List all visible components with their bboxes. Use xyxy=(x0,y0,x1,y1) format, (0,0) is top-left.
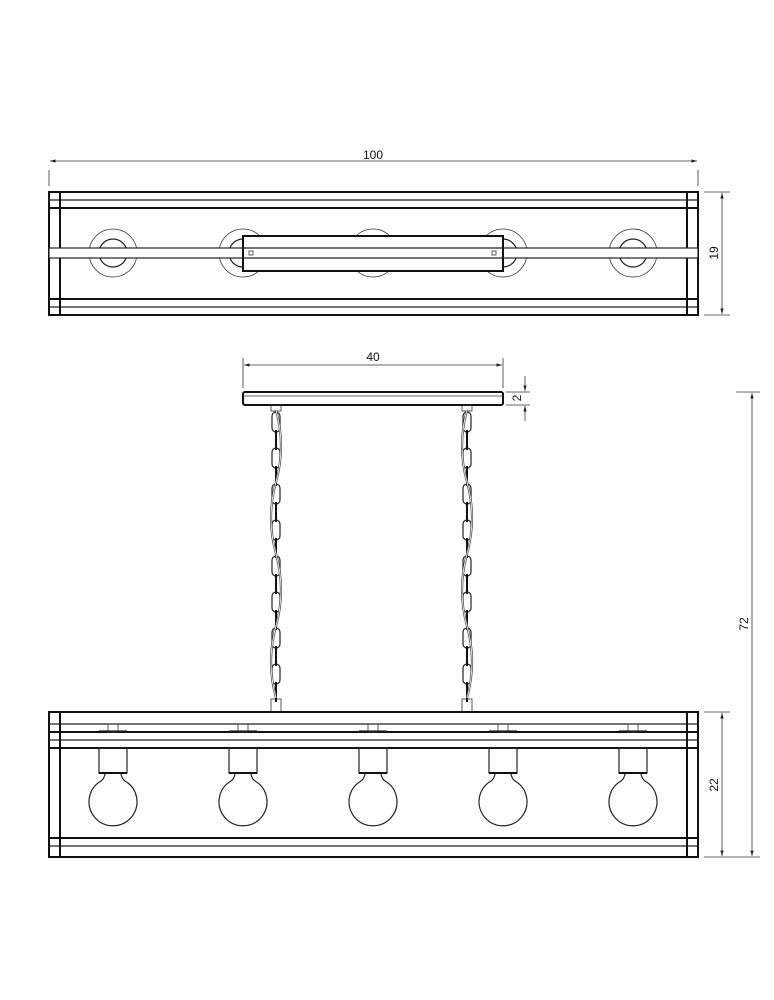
side-view-frame xyxy=(48,711,699,858)
bulb-assembly xyxy=(608,723,658,827)
label-19: 19 xyxy=(707,246,721,260)
label-40: 40 xyxy=(366,350,380,364)
bulb-globe xyxy=(478,773,528,827)
socket xyxy=(488,747,518,774)
bulb-globe xyxy=(608,773,658,827)
bulb-assembly xyxy=(478,723,528,827)
dimension-frame-height: 22 xyxy=(704,711,760,858)
canopy xyxy=(242,391,504,406)
label-2: 2 xyxy=(510,394,524,401)
socket xyxy=(228,747,258,774)
bulbs xyxy=(88,723,658,827)
mount-nub xyxy=(107,723,119,733)
dimension-overall-length: 100 xyxy=(48,148,699,186)
bulb-assembly xyxy=(88,723,138,827)
dimension-canopy-length: 40 xyxy=(242,350,504,388)
bulb-globe xyxy=(88,773,138,827)
label-100: 100 xyxy=(363,148,383,162)
dimension-total-height: 72 xyxy=(736,391,760,856)
mount-nub xyxy=(497,723,509,733)
chain xyxy=(269,404,283,713)
bulb-globe xyxy=(218,773,268,827)
label-72: 72 xyxy=(737,617,751,631)
label-22: 22 xyxy=(707,778,721,792)
suspension-chains xyxy=(269,404,474,713)
bulb-assembly xyxy=(218,723,268,827)
socket xyxy=(98,747,128,774)
chain xyxy=(460,404,474,713)
mount-nub xyxy=(627,723,639,733)
bulb-assembly xyxy=(348,723,398,827)
dimension-top-width: 19 xyxy=(704,191,730,316)
top-view xyxy=(48,191,699,316)
socket xyxy=(618,747,648,774)
mount-nub xyxy=(367,723,379,733)
bulb-globe xyxy=(348,773,398,827)
dimension-canopy-height: 2 xyxy=(506,376,530,421)
socket xyxy=(358,747,388,774)
mount-nub xyxy=(237,723,249,733)
